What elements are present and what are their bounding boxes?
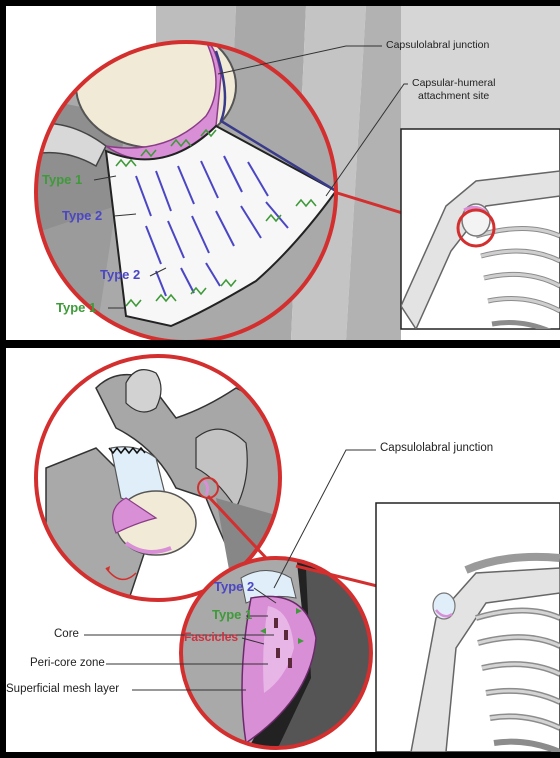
label-type2-upper: Type 2: [62, 208, 102, 223]
label-type2-lower: Type 2: [100, 267, 140, 282]
label-capsulolabral-junction-top: Capsulolabral junction: [386, 39, 489, 51]
shoulder-inset-bottom: [376, 503, 560, 752]
label-superficial-mesh-layer: Superficial mesh layer: [6, 683, 119, 695]
top-panel: Capsulolabral junction Capsular-humeral …: [6, 6, 560, 340]
shoulder-inset: [401, 129, 560, 336]
label-peri-core-zone: Peri-core zone: [30, 657, 105, 669]
label-core: Core: [54, 628, 79, 640]
label-type2-bottom: Type 2: [214, 579, 254, 594]
label-type1-upper: Type 1: [42, 172, 82, 187]
label-capsular-humeral-line1: Capsular-humeral: [412, 77, 495, 89]
label-type1-bottom: Type 1: [212, 607, 252, 622]
label-type1-lower: Type 1: [56, 300, 96, 315]
bottom-panel: Capsulolabral junction Type 2 Type 1 Fas…: [6, 348, 560, 752]
label-fascicles: Fascicles: [184, 630, 238, 644]
label-capsular-humeral-line2: attachment site: [418, 90, 489, 102]
label-capsulolabral-junction-bottom: Capsulolabral junction: [380, 442, 493, 454]
top-illustration: [6, 6, 560, 340]
